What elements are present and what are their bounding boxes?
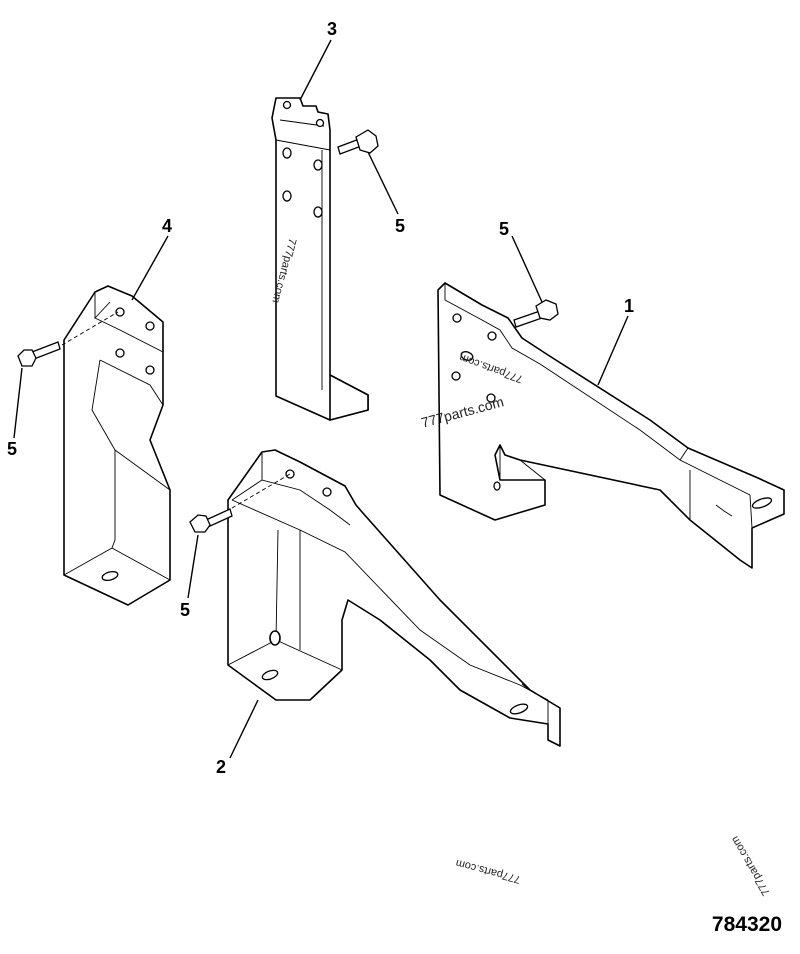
bracket-part-1	[437, 282, 785, 569]
bolt-part-5-left	[17, 341, 61, 367]
bolt-part-5-lower	[189, 508, 233, 533]
callout-5-top: 5	[395, 216, 406, 236]
leader-lines	[13, 39, 629, 759]
bracket-part-2	[227, 449, 561, 747]
callout-5-left: 5	[7, 439, 18, 459]
drawing-number: 784320	[711, 913, 782, 936]
callout-5-right: 5	[499, 219, 510, 239]
bracket-part-3	[271, 97, 369, 421]
callout-3: 3	[327, 19, 338, 39]
bolt-part-5-right	[513, 299, 559, 328]
callout-4: 4	[162, 216, 173, 236]
callout-2: 2	[216, 757, 227, 777]
callout-1: 1	[624, 296, 635, 316]
bolt-part-5-top	[337, 129, 379, 155]
bracket-part-4	[63, 285, 171, 606]
callout-5-lower: 5	[180, 600, 191, 620]
